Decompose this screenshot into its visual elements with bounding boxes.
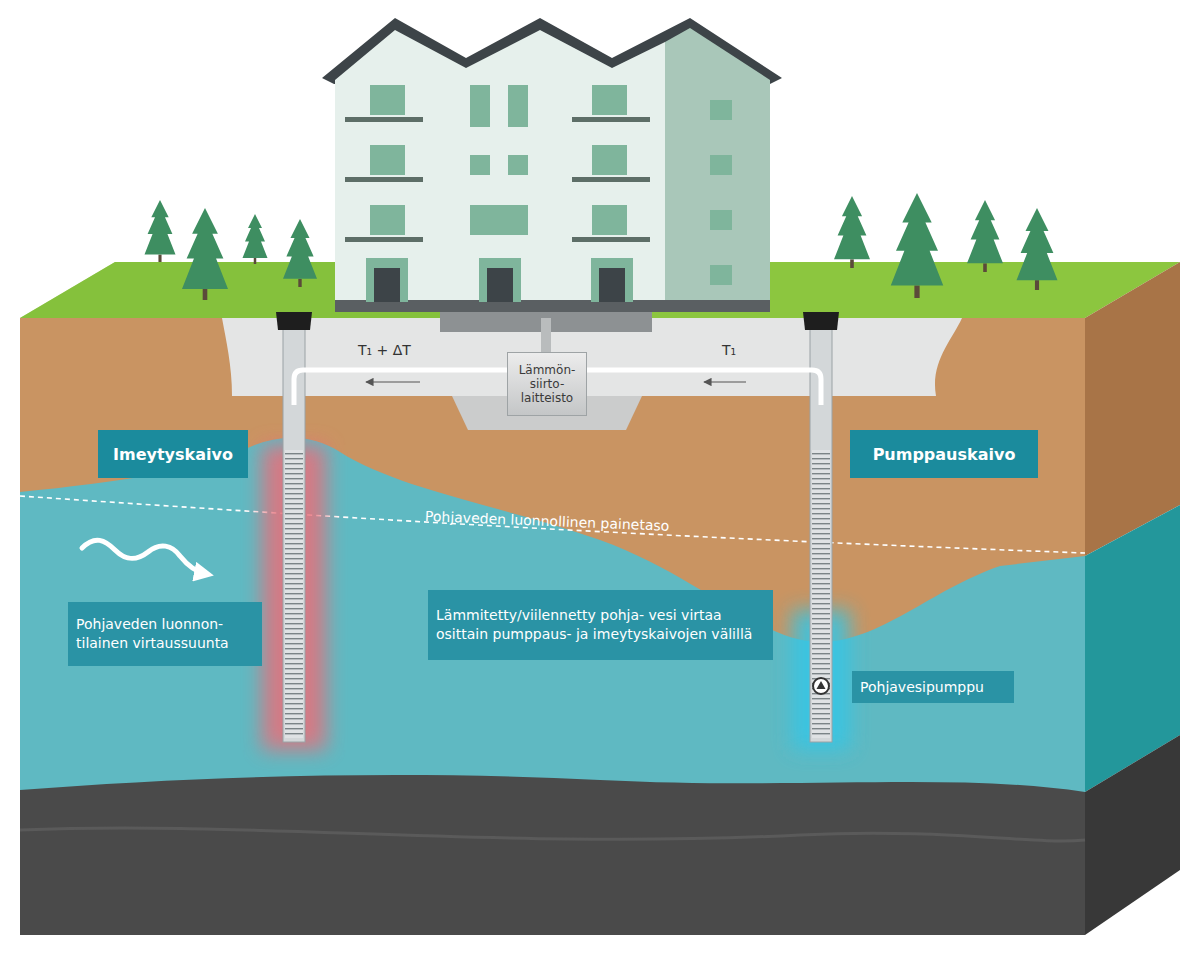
- water-table-line: [20, 496, 1085, 553]
- temperature-label: T₁: [722, 342, 736, 358]
- node-text: Pohjavesipumppu: [860, 678, 984, 697]
- water-level-label: Pohjaveden luonnollinen painetaso: [425, 508, 670, 534]
- window: [508, 155, 528, 175]
- window: [592, 145, 627, 175]
- balcony: [572, 177, 650, 182]
- well-screen: [812, 450, 830, 738]
- bedrock-side: [1085, 735, 1180, 935]
- balcony: [345, 117, 423, 122]
- door-frame: [479, 258, 521, 302]
- well-label-box: Pumppauskaivo: [850, 430, 1038, 478]
- pump-symbol: [813, 678, 829, 694]
- window: [370, 205, 405, 235]
- window: [470, 155, 490, 175]
- tree: [182, 208, 228, 300]
- window: [710, 210, 732, 230]
- flow-arrow: [704, 381, 746, 382]
- flow-direction-arrow: [82, 540, 206, 574]
- window: [710, 155, 732, 175]
- callout-box: Pohjaveden luonnon- tilainen virtaussuun…: [68, 602, 262, 666]
- door: [599, 268, 625, 302]
- tree: [967, 200, 1003, 272]
- door-frame: [591, 258, 633, 302]
- node-text: Pumppauskaivo: [873, 445, 1016, 464]
- well-cap: [276, 312, 312, 330]
- balcony: [572, 117, 650, 122]
- return-pipe: [294, 370, 510, 405]
- warm-plume: [262, 445, 326, 750]
- window: [470, 85, 490, 127]
- tree: [1017, 208, 1058, 290]
- tree: [243, 214, 268, 264]
- door-frame: [366, 258, 408, 302]
- well-label-box: Imeytyskaivo: [98, 430, 248, 478]
- node-text: Lämmön- siirto- laitteisto: [512, 363, 582, 405]
- node-text: Lämmitetty/viilennetty pohja- vesi virta…: [436, 606, 765, 644]
- balcony: [345, 237, 423, 242]
- soil-layer: [20, 318, 1085, 935]
- bedrock-layer: [20, 775, 1085, 935]
- temperature-label: T₁ + ΔT: [358, 342, 411, 358]
- tree: [145, 200, 176, 262]
- tree: [891, 193, 944, 298]
- facade: [335, 30, 665, 310]
- soil-side: [1085, 262, 1180, 556]
- groundwater-layer: [20, 438, 1085, 935]
- bedrock-texture: [20, 828, 1085, 841]
- door: [487, 268, 513, 302]
- equipment-box: Lämmön- siirto- laitteisto: [507, 352, 587, 416]
- door: [374, 268, 400, 302]
- window: [710, 100, 732, 120]
- node-text: Imeytyskaivo: [113, 445, 233, 464]
- window: [370, 145, 405, 175]
- flow-arrow: [366, 381, 420, 382]
- window: [470, 205, 528, 235]
- supply-pipe: [585, 370, 821, 405]
- window: [710, 265, 732, 285]
- node-text: Pohjaveden luonnon- tilainen virtaussuun…: [76, 615, 254, 653]
- service-pipe: [541, 318, 551, 352]
- window: [508, 85, 528, 127]
- facade-side: [665, 28, 770, 310]
- balcony: [345, 177, 423, 182]
- balcony: [572, 237, 650, 242]
- callout-box: Pohjavesipumppu: [852, 671, 1014, 703]
- well-cap: [803, 312, 839, 330]
- pump-symbol-arrow: [817, 681, 826, 689]
- window: [592, 85, 627, 115]
- window: [370, 85, 405, 115]
- well-screen: [285, 450, 303, 738]
- callout-box: Lämmitetty/viilennetty pohja- vesi virta…: [428, 590, 773, 660]
- tree: [834, 196, 870, 268]
- window: [592, 205, 627, 235]
- tree: [283, 219, 317, 287]
